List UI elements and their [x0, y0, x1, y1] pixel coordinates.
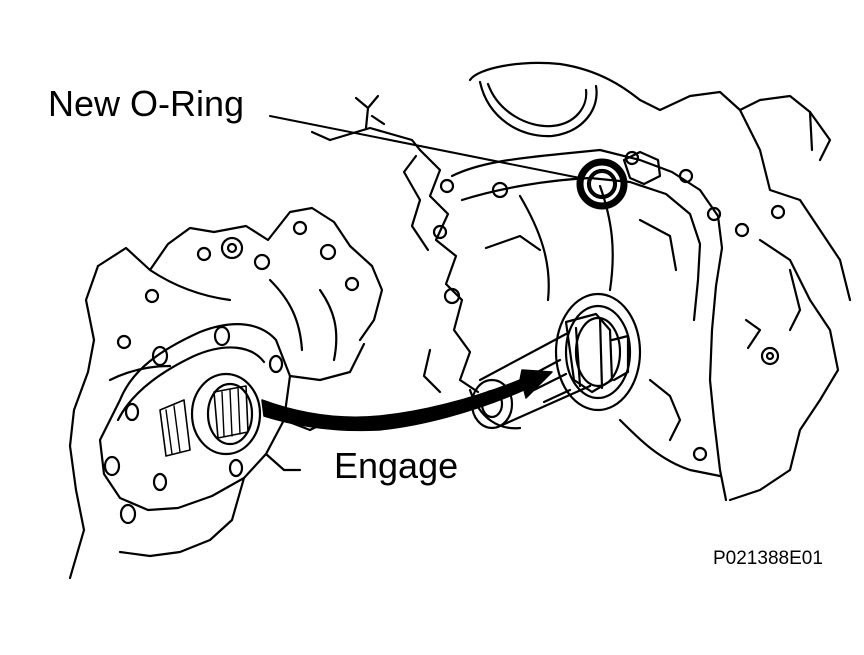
oil-pump-drawing — [68, 206, 384, 580]
engage-arrow — [261, 369, 553, 432]
o-ring-label: New O-Ring — [48, 83, 245, 124]
o-ring-leader-line — [269, 115, 581, 179]
o-ring-drawing — [576, 158, 628, 210]
engage-label: Engage — [334, 445, 459, 486]
figure-code: P021388E01 — [713, 548, 823, 569]
engine-block-drawing — [310, 61, 852, 502]
crankshaft-drawing — [470, 292, 642, 430]
